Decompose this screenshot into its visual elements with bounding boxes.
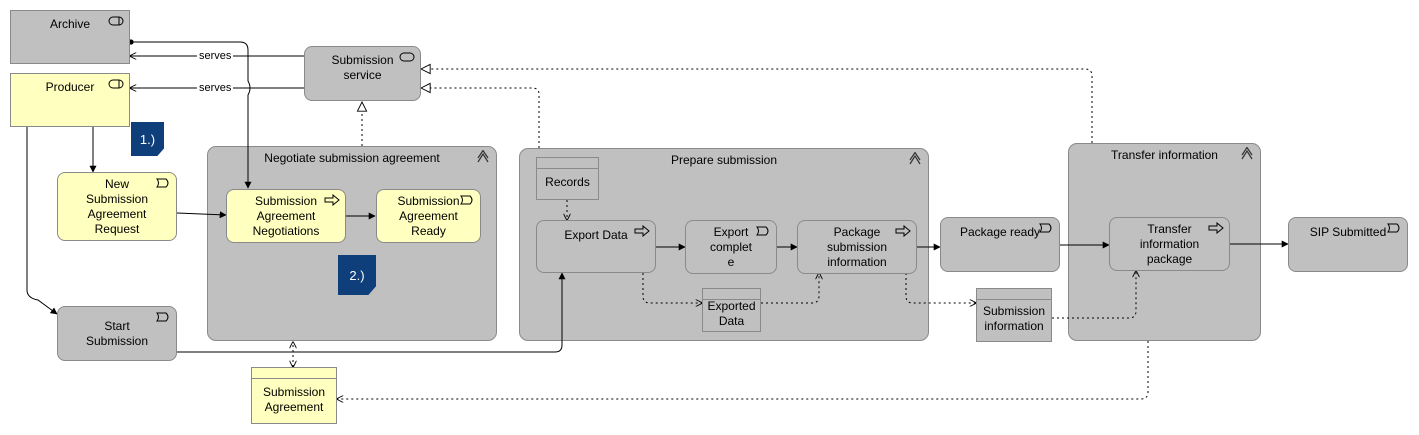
event-sip-submitted[interactable]: SIP Submitted — [1288, 217, 1408, 272]
edge-producer-start — [26, 127, 58, 315]
service-icon — [399, 52, 415, 62]
node-label: SIP Submitted — [1309, 225, 1387, 239]
actor-label: Producer — [45, 80, 95, 94]
process-package-submission-information[interactable]: Package submission information — [797, 220, 917, 274]
event-icon — [156, 312, 169, 322]
edge-package-subinfo — [905, 273, 976, 303]
actor-label: Archive — [49, 17, 90, 31]
edge-subinfo-transfer — [1052, 271, 1136, 319]
node-label: Export Data — [564, 228, 628, 242]
data-label: Records — [545, 175, 590, 189]
process-transfer-information-package[interactable]: Transfer information package — [1109, 217, 1230, 271]
event-icon — [1387, 223, 1400, 233]
edge-request-negotiations — [176, 211, 227, 219]
event-new-submission-agreement-request[interactable]: New Submission Agreement Request — [57, 172, 177, 241]
data-submission-information[interactable]: Submission information — [976, 288, 1052, 342]
node-label: Start Submission — [85, 318, 149, 348]
submission-service[interactable]: Submission service — [304, 46, 421, 101]
group-title: Prepare submission — [670, 153, 778, 167]
node-label: New Submission Agreement Request — [85, 176, 149, 236]
data-records[interactable]: Records — [536, 157, 599, 200]
event-package-ready[interactable]: Package ready — [940, 217, 1060, 272]
group-title: Transfer information — [1111, 148, 1218, 162]
node-label: Submission Agreement Negotiations — [252, 193, 320, 238]
process-export-data[interactable]: Export Data — [536, 220, 656, 273]
edge-archive-negotiations — [128, 39, 252, 189]
data-exported-data[interactable]: Exported Data — [702, 288, 761, 332]
data-label: Submission information — [982, 304, 1046, 333]
collapse-chevron-icon[interactable] — [1240, 147, 1254, 161]
node-label: Transfer information package — [1139, 221, 1200, 266]
collapse-chevron-icon[interactable] — [476, 150, 490, 164]
event-start-submission[interactable]: Start Submission — [57, 306, 177, 361]
edge-prepare-realizes-service — [421, 88, 540, 148]
role-icon — [108, 16, 124, 26]
step-note-1[interactable]: 1.) — [131, 122, 164, 156]
node-label: Submission Agreement Ready — [397, 193, 460, 238]
actor-producer[interactable]: Producer — [10, 73, 130, 127]
process-arrow-icon — [324, 194, 340, 206]
event-icon — [1039, 223, 1052, 233]
actor-archive[interactable]: Archive — [10, 10, 130, 64]
event-icon — [460, 195, 473, 205]
node-label: Package submission information — [826, 224, 888, 269]
node-label: Package ready — [959, 225, 1041, 239]
node-label: Submission service — [331, 53, 394, 82]
edge-exported-data-package — [761, 273, 819, 304]
node-label: Export complet e — [709, 224, 753, 269]
process-arrow-icon — [634, 225, 650, 237]
step-note-2[interactable]: 2.) — [338, 255, 376, 295]
process-submission-agreement-negotiations[interactable]: Submission Agreement Negotiations — [226, 189, 346, 243]
event-icon — [756, 226, 769, 236]
group-negotiate-submission-agreement[interactable]: Negotiate submission agreement — [207, 146, 497, 341]
role-icon — [108, 79, 124, 89]
data-label: Exported Data — [707, 299, 756, 328]
edge-transfer-realizes-service — [421, 69, 1093, 143]
process-arrow-icon — [1208, 222, 1224, 234]
process-arrow-icon — [895, 225, 911, 237]
edge-transfer-agreement — [337, 341, 1149, 399]
event-icon — [156, 178, 169, 188]
event-submission-agreement-ready[interactable]: Submission Agreement Ready — [376, 189, 481, 243]
edge-export-exported-data — [642, 273, 702, 303]
data-submission-agreement[interactable]: Submission Agreement — [251, 367, 337, 424]
data-label: Submission Agreement — [262, 384, 326, 414]
group-title: Negotiate submission agreement — [264, 151, 440, 165]
edge-start-export — [177, 272, 566, 353]
collapse-chevron-icon[interactable] — [908, 152, 922, 166]
event-export-complete[interactable]: Export complet e — [685, 220, 777, 274]
